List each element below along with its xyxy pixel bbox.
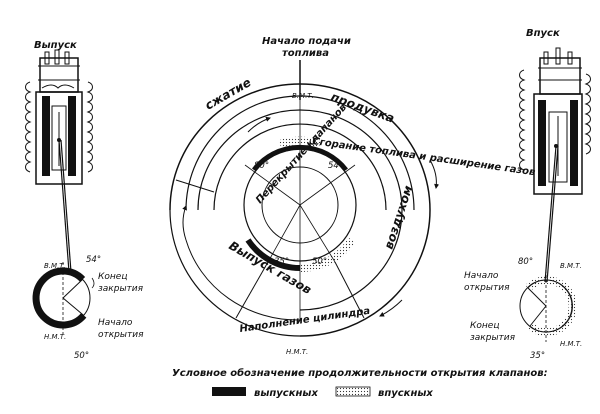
legend-exhaust-swatch	[212, 387, 246, 396]
legend-caption: Условное обозначение продолжительности о…	[172, 367, 548, 379]
exhaust-tdc-label: В.М.Т.	[44, 262, 66, 270]
intake-end-label-1: Конец	[470, 321, 499, 331]
center-angle-50: 50°	[312, 257, 327, 267]
intake-angle-top: 80°	[518, 257, 533, 267]
intake-start-label-2: открытия	[464, 283, 510, 293]
intake-angle-bottom: 35°	[530, 351, 545, 361]
legend-exhaust-label: выпускных	[254, 388, 318, 399]
exhaust-angle-bottom: 50°	[74, 351, 89, 361]
intake-bdc-label: Н.М.Т.	[560, 340, 582, 348]
center-angle-54: 54°	[328, 161, 343, 171]
exhaust-end-label-2: закрытия	[98, 284, 144, 294]
intake-title: Впуск	[526, 28, 560, 39]
fuel-start-label-1: Начало подачи	[262, 36, 351, 47]
exhaust-end-label-1: Конец	[98, 272, 127, 282]
legend-intake-swatch	[335, 386, 371, 397]
center-angle-80: 80°	[254, 161, 269, 171]
air-charge-label: воздухом	[382, 184, 416, 251]
intake-timing-diagram: В.М.Т. Н.М.Т. 80° 35° Начало открытия Ко…	[464, 257, 582, 361]
exhaust-title: Выпуск	[34, 40, 77, 51]
fuel-start-label-2: топлива	[282, 48, 329, 59]
exhaust-engine-sketch: Выпуск	[25, 40, 93, 273]
exhaust-timing-diagram: В.М.Т. Н.М.Т. 54° 50° Конец закрытия Нач…	[32, 255, 144, 361]
center-bdc-label: Н.М.Т.	[286, 348, 308, 356]
exhaust-bdc-label: Н.М.Т.	[44, 333, 66, 341]
exhaust-start-label-2: открытия	[98, 330, 144, 340]
compression-label: сжатие	[203, 75, 254, 112]
legend-intake-label: впускных	[378, 388, 433, 399]
intake-start-label-1: Начало	[464, 271, 499, 281]
exhaust-angle-top: 54°	[86, 255, 101, 265]
intake-engine-sketch: Впуск	[519, 28, 591, 283]
exhaust-start-label-1: Начало	[98, 318, 133, 328]
spiral-cycle-diagram: Начало подачи топлива В.М.Т. Н.М.Т. 80° …	[169, 36, 536, 356]
intake-end-label-2: закрытия	[470, 333, 516, 343]
center-tdc-label: В.М.Т.	[292, 92, 314, 100]
center-angle-35: 35°	[274, 257, 289, 267]
intake-tdc-label: В.М.Т.	[560, 262, 582, 270]
legend: Условное обозначение продолжительности о…	[172, 367, 548, 399]
